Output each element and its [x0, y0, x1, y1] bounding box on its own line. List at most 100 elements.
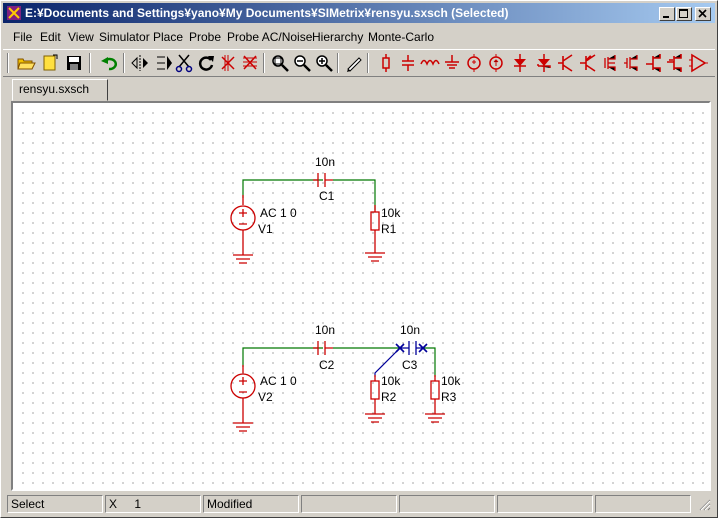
menu-view[interactable]: View [68, 30, 94, 44]
opamp-icon[interactable] [687, 52, 709, 74]
toolbar [3, 49, 715, 77]
open-folder-icon[interactable] [15, 52, 37, 74]
status-state: Modified [203, 495, 299, 513]
v1-ref-label: V1 [258, 222, 273, 236]
menu-simulator[interactable]: Simulator [99, 30, 150, 44]
close-button[interactable] [695, 7, 711, 21]
ground-r1 [365, 245, 385, 262]
schematic-editor[interactable]: 10n C1 10k R1 AC 1 0 V1 10n C2 10n C3 10… [11, 101, 711, 491]
v2-value-label: AC 1 0 [260, 374, 297, 388]
new-file-icon[interactable] [39, 52, 61, 74]
pencil-icon[interactable] [343, 52, 365, 74]
voltage-source-v1[interactable] [230, 195, 256, 255]
menu-hierarchy[interactable]: Hierarchy [312, 30, 364, 44]
minimize-button[interactable] [659, 7, 675, 21]
schematic-drawing[interactable] [15, 105, 709, 489]
ground-r2 [365, 413, 385, 423]
maximize-button[interactable] [676, 7, 692, 21]
ground-v2 [233, 422, 253, 432]
toolbar-grip [7, 53, 9, 73]
zener-diode-icon[interactable] [533, 52, 555, 74]
save-icon[interactable] [63, 52, 85, 74]
r3-ref-label: R3 [441, 390, 457, 404]
resistor-r2[interactable] [370, 375, 380, 414]
menu-edit[interactable]: Edit [40, 30, 61, 44]
status-coordinate: X 1 [105, 495, 201, 513]
resistor-r1[interactable] [370, 205, 380, 245]
r1-value-label: 10k [381, 206, 401, 220]
menu-probe[interactable]: Probe [189, 30, 222, 44]
inductor-icon[interactable] [419, 52, 441, 74]
menu-place[interactable]: Place [153, 30, 184, 44]
r2-ref-label: R2 [381, 390, 397, 404]
ground-icon[interactable] [441, 52, 463, 74]
status-mode: Select [7, 495, 103, 513]
delete-wire-icon[interactable] [217, 52, 239, 74]
r3-value-label: 10k [441, 374, 461, 388]
zoom-out-icon[interactable] [291, 52, 313, 74]
pjfet-icon[interactable] [665, 52, 687, 74]
circuit-1-wires [242, 179, 376, 210]
resize-grip-icon[interactable] [697, 497, 711, 511]
current-source-icon[interactable] [485, 52, 507, 74]
window-title: E:¥Documents and Settings¥yano¥My Docume… [25, 6, 509, 20]
pnp-transistor-icon[interactable] [577, 52, 599, 74]
c2-value-label: 10n [315, 323, 336, 337]
v2-ref-label: V2 [258, 390, 273, 404]
mirror-horizontal-icon[interactable] [129, 52, 151, 74]
njfet-icon[interactable] [643, 52, 665, 74]
mirror-vertical-icon[interactable] [153, 52, 175, 74]
capacitor-c2[interactable] [313, 341, 333, 355]
status-panel-4 [301, 495, 397, 513]
resistor-r3[interactable] [430, 375, 440, 414]
undo-icon[interactable] [99, 52, 121, 74]
ground-v1 [233, 254, 253, 264]
status-coord-label: X [109, 497, 118, 511]
capacitor-c3-selected[interactable] [395, 341, 428, 355]
r1-ref-label: R1 [381, 222, 397, 236]
c3-ref-label: C3 [402, 358, 418, 372]
status-panel-7 [595, 495, 691, 513]
voltage-source-icon[interactable] [463, 52, 485, 74]
capacitor-icon[interactable] [397, 52, 419, 74]
status-panel-6 [497, 495, 593, 513]
toolbar-separator [367, 53, 369, 73]
nmos-icon[interactable] [599, 52, 621, 74]
status-panel-5 [399, 495, 495, 513]
resistor-icon[interactable] [375, 52, 397, 74]
zoom-box-icon[interactable] [269, 52, 291, 74]
c2-ref-label: C2 [319, 358, 335, 372]
schematic-canvas[interactable]: 10n C1 10k R1 AC 1 0 V1 10n C2 10n C3 10… [15, 105, 709, 489]
ground-r3 [425, 413, 445, 423]
status-coord-value: 1 [134, 497, 142, 511]
cut-icon[interactable] [173, 52, 195, 74]
menu-probe-ac-noise[interactable]: Probe AC/Noise [227, 30, 313, 44]
title-bar[interactable]: E:¥Documents and Settings¥yano¥My Docume… [3, 3, 715, 23]
delete-items-icon[interactable] [239, 52, 261, 74]
diode-icon[interactable] [509, 52, 531, 74]
simetrix-app-icon[interactable] [6, 5, 22, 21]
zoom-in-icon[interactable] [313, 52, 335, 74]
status-bar: Select X 1 Modified [7, 495, 715, 513]
npn-transistor-icon[interactable] [555, 52, 577, 74]
pmos-icon[interactable] [621, 52, 643, 74]
document-tabs: rensyu.sxsch [9, 79, 711, 101]
selected-wire[interactable] [374, 347, 401, 377]
toolbar-separator [123, 53, 125, 73]
c1-value-label: 10n [315, 155, 336, 169]
tab-rensyu-sxsch[interactable]: rensyu.sxsch [12, 79, 108, 101]
menu-file[interactable]: File [13, 30, 33, 44]
c3-value-label: 10n [400, 323, 421, 337]
menu-bar: File Edit View Simulator Place Probe Pro… [3, 27, 715, 47]
r2-value-label: 10k [381, 374, 401, 388]
toolbar-separator [263, 53, 265, 73]
toolbar-separator [89, 53, 91, 73]
circuit-2-wires [242, 347, 436, 377]
voltage-source-v2[interactable] [230, 365, 256, 423]
menu-monte-carlo[interactable]: Monte-Carlo [368, 30, 435, 44]
toolbar-separator [337, 53, 339, 73]
capacitor-c1[interactable] [313, 173, 333, 187]
rotate-icon[interactable] [195, 52, 217, 74]
v1-value-label: AC 1 0 [260, 206, 297, 220]
